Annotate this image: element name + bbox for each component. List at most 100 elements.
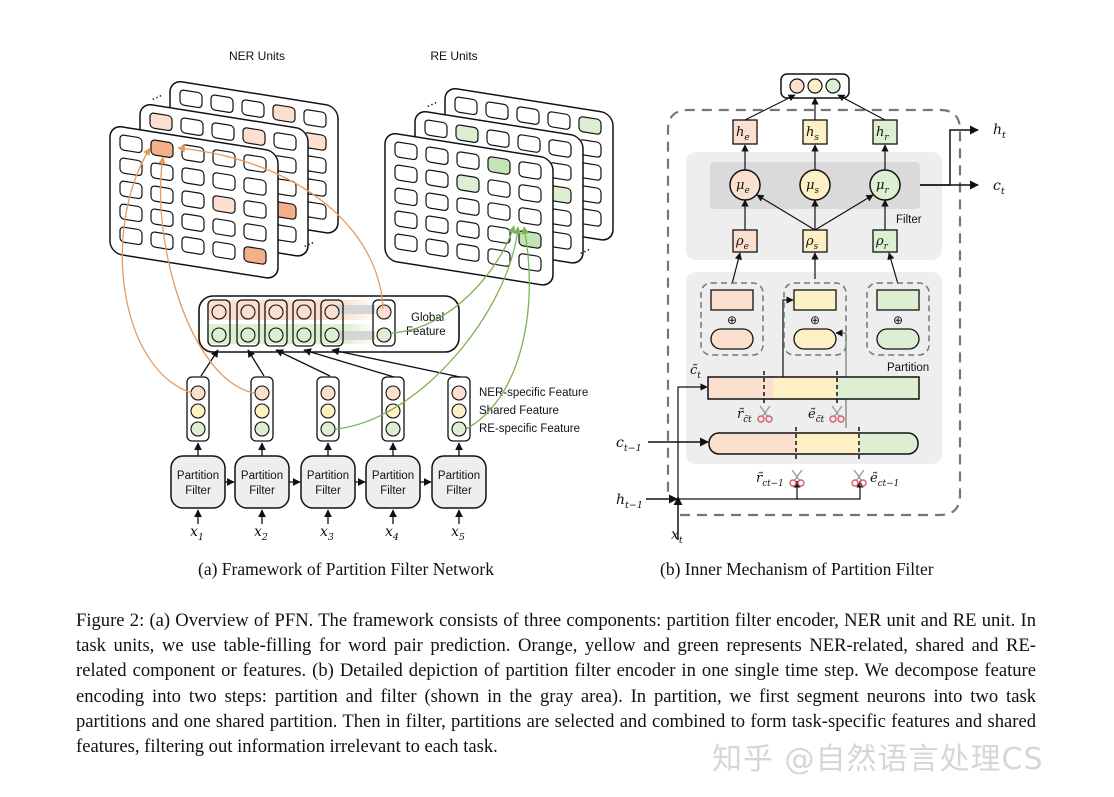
shared-feature-circle (320, 403, 336, 419)
partition-cell-pill (876, 328, 920, 350)
global-feature-arrows (200, 347, 461, 378)
gate-mu-label: μs (806, 178, 819, 196)
gate-mu-label: μe (736, 178, 750, 196)
table-cell (272, 104, 296, 123)
cprev-bar (708, 427, 919, 462)
table-cell (394, 210, 418, 230)
table-cell (243, 177, 267, 196)
partition-cell-pill (793, 328, 837, 350)
table-cell (181, 213, 205, 232)
gate-rho-label: ρr (875, 234, 889, 252)
feature-legend: NER-specific Feature Shared Feature RE-s… (479, 387, 588, 435)
table-cell (487, 156, 511, 175)
table-cell (456, 151, 480, 170)
ner-feature-circle (190, 385, 206, 401)
re-feature-arrows (335, 225, 530, 430)
hidden-output-label: he (736, 125, 750, 143)
r-ctilde-label: r̃c̃t (737, 407, 752, 425)
scissors-icon (851, 469, 867, 487)
table-cell (242, 127, 266, 146)
table-cell (456, 243, 480, 262)
gate-rho-box (802, 229, 828, 253)
table-cell (181, 190, 205, 209)
re-feature-circle (190, 421, 206, 437)
hidden-output-label: hr (876, 125, 889, 143)
gate-mu-label: μr (876, 178, 889, 196)
table-cell (119, 226, 143, 246)
gate-mu-circle (799, 169, 831, 201)
table-cell (518, 207, 542, 226)
table-cell (394, 141, 418, 161)
table-cell (181, 236, 205, 255)
ner-feature-circle (385, 385, 401, 401)
c-prev-label: ct−1 (616, 435, 642, 454)
ctilde-bar (707, 371, 920, 405)
gate-rho-box (732, 229, 758, 253)
unit-table-layer (384, 132, 554, 286)
table-cell (424, 119, 448, 139)
e-ctilde-label: ẽc̃t (808, 407, 825, 425)
shared-feature-circle (254, 403, 270, 419)
table-cell (212, 241, 236, 260)
ellipsis-re-top: ... (421, 91, 438, 110)
table-cell (425, 215, 449, 235)
re-feature-circle (451, 421, 467, 437)
re-feature-circle (320, 421, 336, 437)
re-units-label: RE Units (430, 49, 477, 63)
xt-label: xt (671, 527, 683, 546)
table-cell (211, 122, 235, 141)
ner-feature-circle (320, 385, 336, 401)
feature-column (447, 376, 471, 442)
table-cell (181, 167, 205, 186)
feature-column (186, 376, 210, 442)
figure-diagram: NER Units RE Units ... ... ... ... Globa… (109, 49, 1006, 579)
table-cell (455, 124, 479, 144)
unit-table-layer (109, 125, 279, 279)
input-token-label: x1 (190, 524, 204, 543)
legend-ner: NER-specific Feature (479, 387, 588, 399)
filter-label: Filter (896, 214, 922, 226)
table-cell (243, 154, 267, 173)
global-feature-column (207, 299, 231, 347)
table-cell (212, 149, 236, 168)
global-feature-column (236, 299, 260, 347)
caption-text: Figure 2: (a) Overview of PFN. The frame… (76, 610, 1036, 758)
re-feature-circle (385, 421, 401, 437)
gate-mu-circle (869, 169, 901, 201)
subcaption-a: (a) Framework of Partition Filter Networ… (198, 559, 494, 579)
gate-rho-label: ρs (805, 234, 819, 252)
partition-group: ⊕ (866, 282, 930, 356)
feature-column (250, 376, 274, 442)
table-cell (243, 223, 267, 242)
table-cell (119, 203, 143, 223)
oplus-icon: ⊕ (810, 313, 820, 327)
global-feature-column (292, 299, 316, 347)
table-cell (303, 109, 327, 128)
hidden-output-label: hs (806, 125, 819, 143)
ner-unit-tables (109, 80, 339, 279)
table-cell (212, 218, 236, 237)
legend-shared: Shared Feature (479, 405, 559, 417)
table-cell (548, 139, 572, 158)
partition-gate-bar (710, 289, 754, 311)
partition-cell-pill (710, 328, 754, 350)
table-cell (273, 132, 297, 151)
legend-re: RE-specific Feature (479, 423, 580, 435)
ner-feature-circle (451, 385, 467, 401)
table-cell (518, 253, 542, 272)
feature-columns (186, 376, 471, 456)
global-feature-column (264, 299, 288, 347)
table-cell (243, 200, 267, 219)
table-cell (394, 187, 418, 207)
table-cell (517, 134, 541, 153)
table-cell (487, 202, 511, 221)
global-feature-column (320, 299, 344, 347)
watermark: 知乎 @自然语言处理CS (712, 742, 1044, 777)
table-cell (454, 96, 478, 116)
input-token-label: x5 (451, 524, 465, 543)
